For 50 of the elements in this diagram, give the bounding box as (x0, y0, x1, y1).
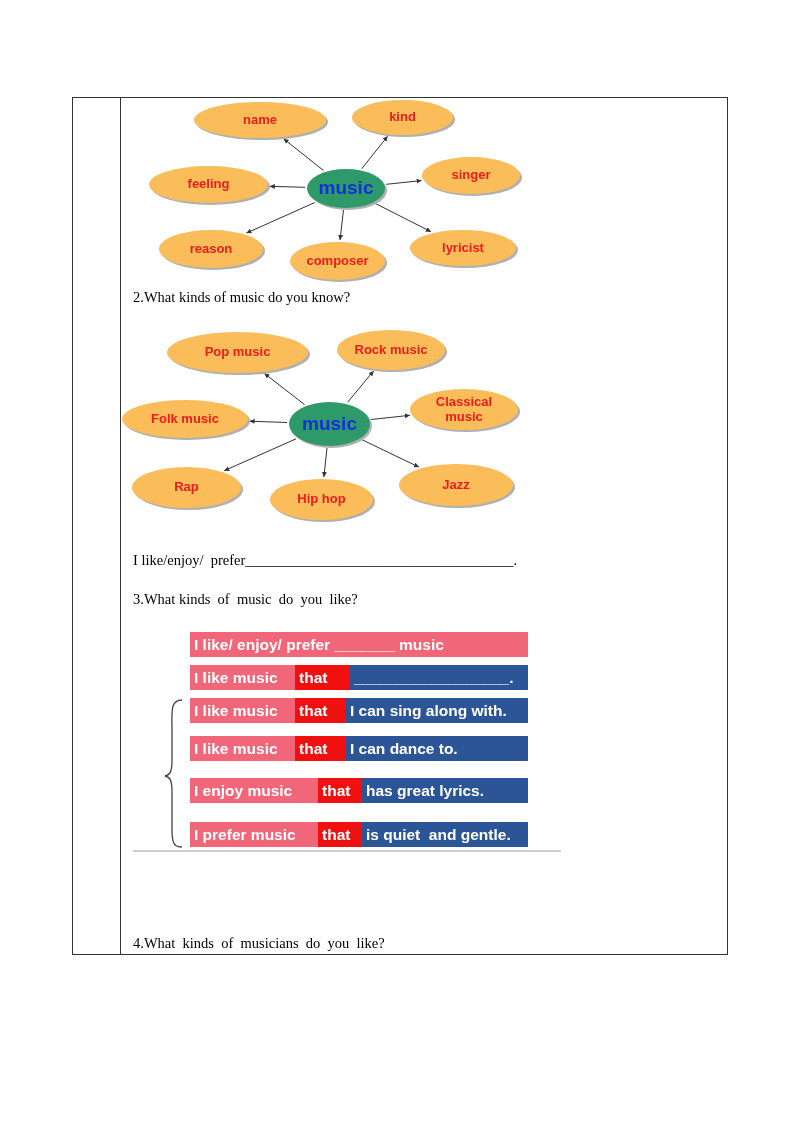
sentence-bar: I can sing along with. (346, 698, 528, 723)
sentence-bar: has great lyrics. (362, 778, 528, 803)
sentence-bar: is quiet and gentle. (362, 822, 528, 847)
arrow (249, 418, 288, 424)
arrow (361, 135, 389, 170)
sentence-bar: __________________. (350, 665, 528, 690)
sentence-bar: that (318, 778, 362, 803)
center-topic-ellipse: music (305, 167, 387, 210)
arrow (370, 413, 411, 420)
arrow (374, 203, 432, 233)
topic-ellipse: Rock music (335, 328, 447, 372)
arrow (283, 138, 324, 171)
arrow (263, 372, 305, 406)
arrow (245, 202, 316, 234)
topic-ellipse: Hip hop (268, 477, 375, 522)
sentence-bar: that (318, 822, 362, 847)
sentence-bar: I can dance to. (346, 736, 528, 761)
arrow (361, 439, 420, 468)
topic-ellipse: Rap (130, 465, 243, 510)
question-text: 2.What kinds of music do you know? (133, 289, 351, 306)
topic-ellipse: Jazz (397, 462, 515, 508)
topic-ellipse: Folk music (120, 398, 250, 440)
arrow (338, 209, 344, 241)
sentence-bar: that (295, 736, 346, 761)
topic-ellipse: name (192, 100, 328, 140)
sentence-bar: I like music (190, 698, 295, 723)
sentence-bar: I like/ enjoy/ prefer _______ music (190, 632, 528, 657)
arrow (385, 178, 423, 185)
topic-ellipse: reason (157, 228, 265, 270)
sentence-bar: I like music (190, 665, 295, 690)
arrow (223, 438, 297, 472)
sentence-bar: that (295, 665, 350, 690)
arrow (321, 447, 328, 478)
center-topic-ellipse: music (287, 400, 372, 448)
fill-in-sentence: I like/enjoy/ prefer_____________________________________. (133, 552, 518, 569)
topic-ellipse: composer (288, 240, 387, 282)
sentence-bar: I like music (190, 736, 295, 761)
sentence-bar: I prefer music (190, 822, 318, 847)
sentence-bar: that (295, 698, 346, 723)
topic-ellipse: kind (350, 98, 455, 137)
arrow (269, 183, 306, 189)
question-text: 4.What kinds of musicians do you like? (133, 935, 385, 952)
sentence-bar: I enjoy music (190, 778, 318, 803)
topic-ellipse: feeling (147, 164, 270, 205)
question-text: 3.What kinds of music do you like? (133, 591, 358, 608)
topic-ellipse: lyricist (408, 228, 518, 268)
topic-ellipse: Pop music (165, 330, 310, 375)
topic-ellipse: Classical music (408, 387, 520, 432)
topic-ellipse: singer (420, 155, 522, 196)
arrow (347, 370, 375, 403)
